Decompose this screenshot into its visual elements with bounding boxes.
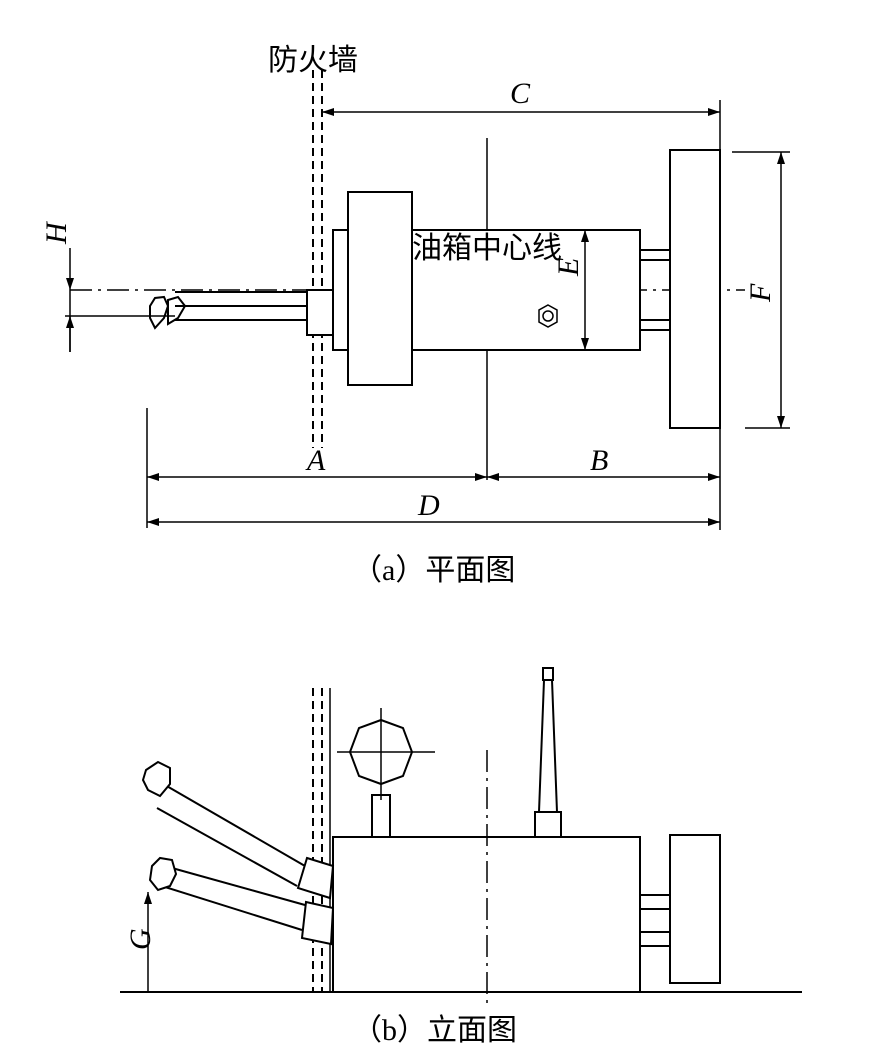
caption-elevation: （b）立面图	[352, 1014, 517, 1047]
dimension-c-label: C	[510, 77, 531, 110]
caption-plan: （a）平面图	[352, 554, 515, 587]
elev-radiator	[669, 834, 721, 984]
lower-rod-bottom	[164, 886, 303, 931]
hex-nut-inner	[542, 310, 554, 322]
tall-bushing-base	[534, 811, 562, 838]
radiator	[669, 149, 721, 429]
wall-bushing	[306, 289, 334, 336]
lower-rod-top	[171, 867, 306, 906]
dimension-f-label: F	[744, 283, 777, 303]
hex-nut-outer	[538, 304, 558, 328]
cooler-drum	[347, 191, 413, 386]
upper-inclined-bushing	[141, 760, 335, 900]
connector-bottom	[639, 319, 671, 331]
upper-bushing-flange	[296, 856, 335, 900]
tall-bushing	[537, 679, 559, 813]
plan-view: 防火墙 C 油箱中心线 E F	[40, 44, 790, 587]
valve-nut	[538, 304, 558, 328]
bushing-head-back	[167, 295, 187, 326]
lower-bushing-flange	[300, 900, 335, 946]
tank-centerline-label: 油箱中心线	[412, 232, 562, 265]
bushing-head-main	[149, 295, 170, 330]
tall-bushing-tip	[542, 667, 554, 681]
elev-connector-bottom	[639, 931, 671, 947]
firewall-label: 防火墙	[268, 44, 358, 77]
bushing-head-icon	[149, 295, 187, 330]
elev-connector-top	[639, 894, 671, 910]
dimension-d-label: D	[417, 489, 440, 522]
upper-bushing-head-icon	[141, 760, 171, 798]
upper-rod-top	[164, 784, 306, 867]
dimension-b-label: B	[590, 444, 608, 477]
lower-bushing-head-icon	[148, 856, 178, 892]
conservator-stem	[371, 794, 391, 838]
dimension-e-label: E	[552, 258, 585, 277]
upper-rod-bottom	[156, 807, 298, 887]
dimension-g-label: G	[124, 928, 157, 950]
dimension-a-label: A	[305, 444, 326, 477]
elevation-view: G （b）立面图	[120, 667, 802, 1047]
connector-top	[639, 249, 671, 261]
dimension-h-label: H	[40, 220, 73, 245]
lower-inclined-bushing	[148, 856, 335, 946]
